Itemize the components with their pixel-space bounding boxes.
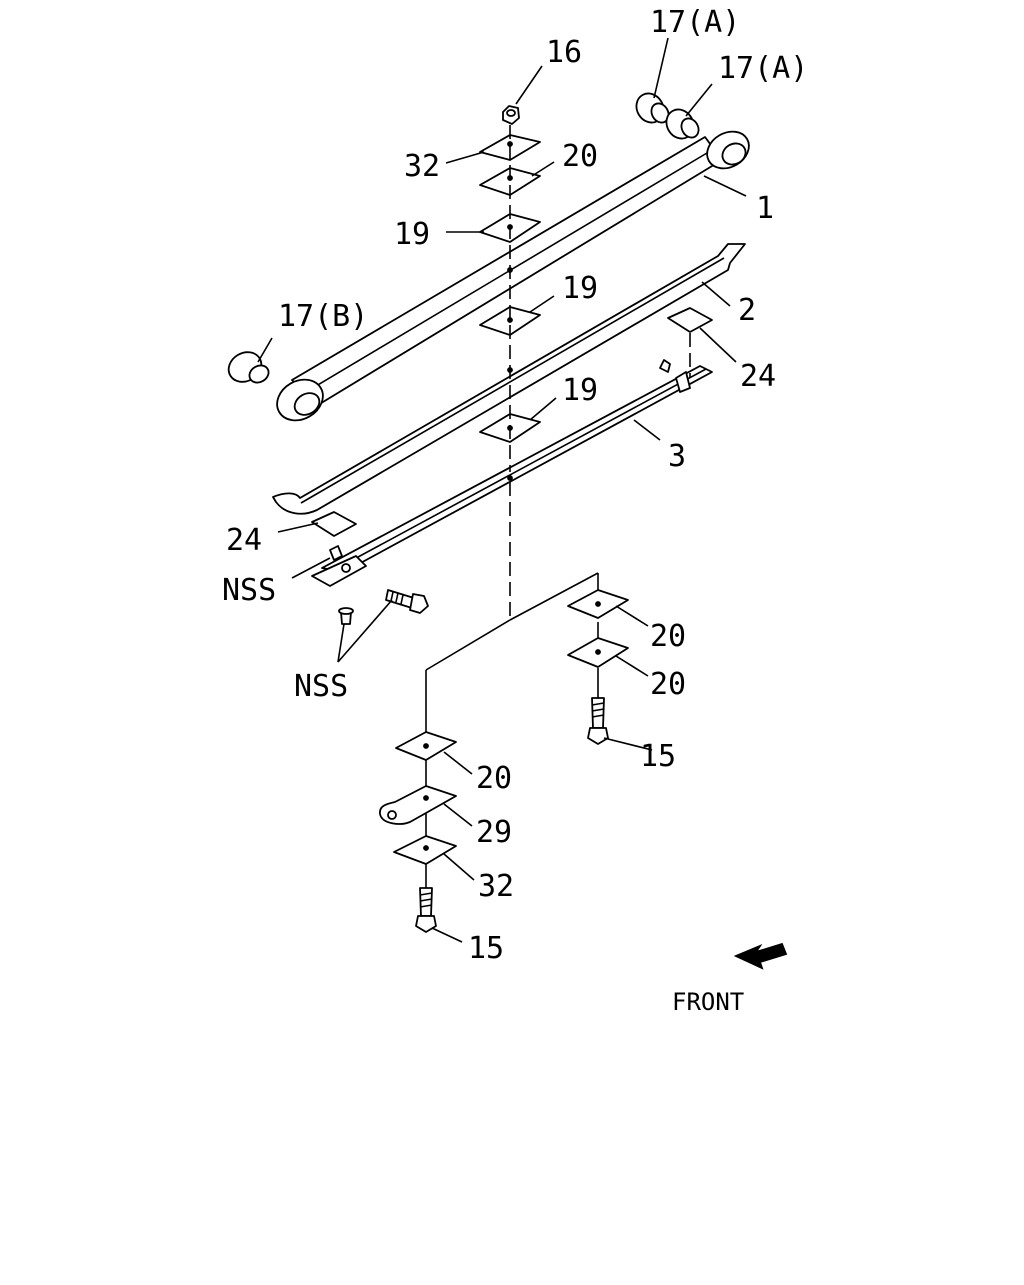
nss-bracket: [311, 545, 367, 587]
callout-20-left: 20: [476, 761, 512, 796]
callout-1: 1: [756, 191, 774, 226]
callout-24-right: 24: [740, 359, 776, 394]
callout-19-b: 19: [562, 271, 598, 306]
nss-bolt-horizontal: [385, 589, 429, 614]
leaf-spring-1: [276, 130, 750, 422]
callout-19-c: 19: [562, 373, 598, 408]
callout-20-right-1: 20: [650, 619, 686, 654]
bushing-17a-1: [635, 92, 670, 124]
leaf-spring-2: [272, 243, 746, 515]
callout-17a-second: 17(A): [718, 51, 808, 86]
callout-16: 16: [546, 35, 582, 70]
callout-24-left: 24: [226, 523, 262, 558]
callout-nss-bracket: NSS: [222, 573, 276, 608]
plate-20-top: [479, 167, 541, 196]
front-arrow-icon: [733, 942, 788, 970]
callout-15-right: 15: [640, 739, 676, 774]
nut-16: [502, 105, 520, 125]
callout-leaders: [257, 37, 747, 943]
bolt-15-right: [587, 697, 609, 745]
nss-bolt-vertical: [338, 607, 354, 625]
callout-15-left: 15: [468, 931, 504, 966]
callout-32-bottom: 32: [478, 869, 514, 904]
callout-19-a: 19: [394, 217, 430, 252]
pad-24-right: [667, 307, 713, 333]
callout-20-top: 20: [562, 139, 598, 174]
callout-17a-top: 17(A): [650, 5, 740, 40]
callout-29: 29: [476, 815, 512, 850]
callout-nss-bolts: NSS: [294, 669, 348, 704]
bushing-17a-2: [665, 108, 700, 140]
callout-20-right-2: 20: [650, 667, 686, 702]
bolt-15-left: [415, 887, 437, 933]
bushing-17b: [227, 351, 270, 384]
pad-24-left: [311, 511, 357, 537]
front-label: FRONT: [672, 988, 744, 1016]
bracket-29: [379, 785, 457, 825]
callout-17b: 17(B): [278, 299, 368, 334]
callout-32-top: 32: [404, 149, 440, 184]
callout-2: 2: [738, 293, 756, 328]
callout-3: 3: [668, 439, 686, 474]
